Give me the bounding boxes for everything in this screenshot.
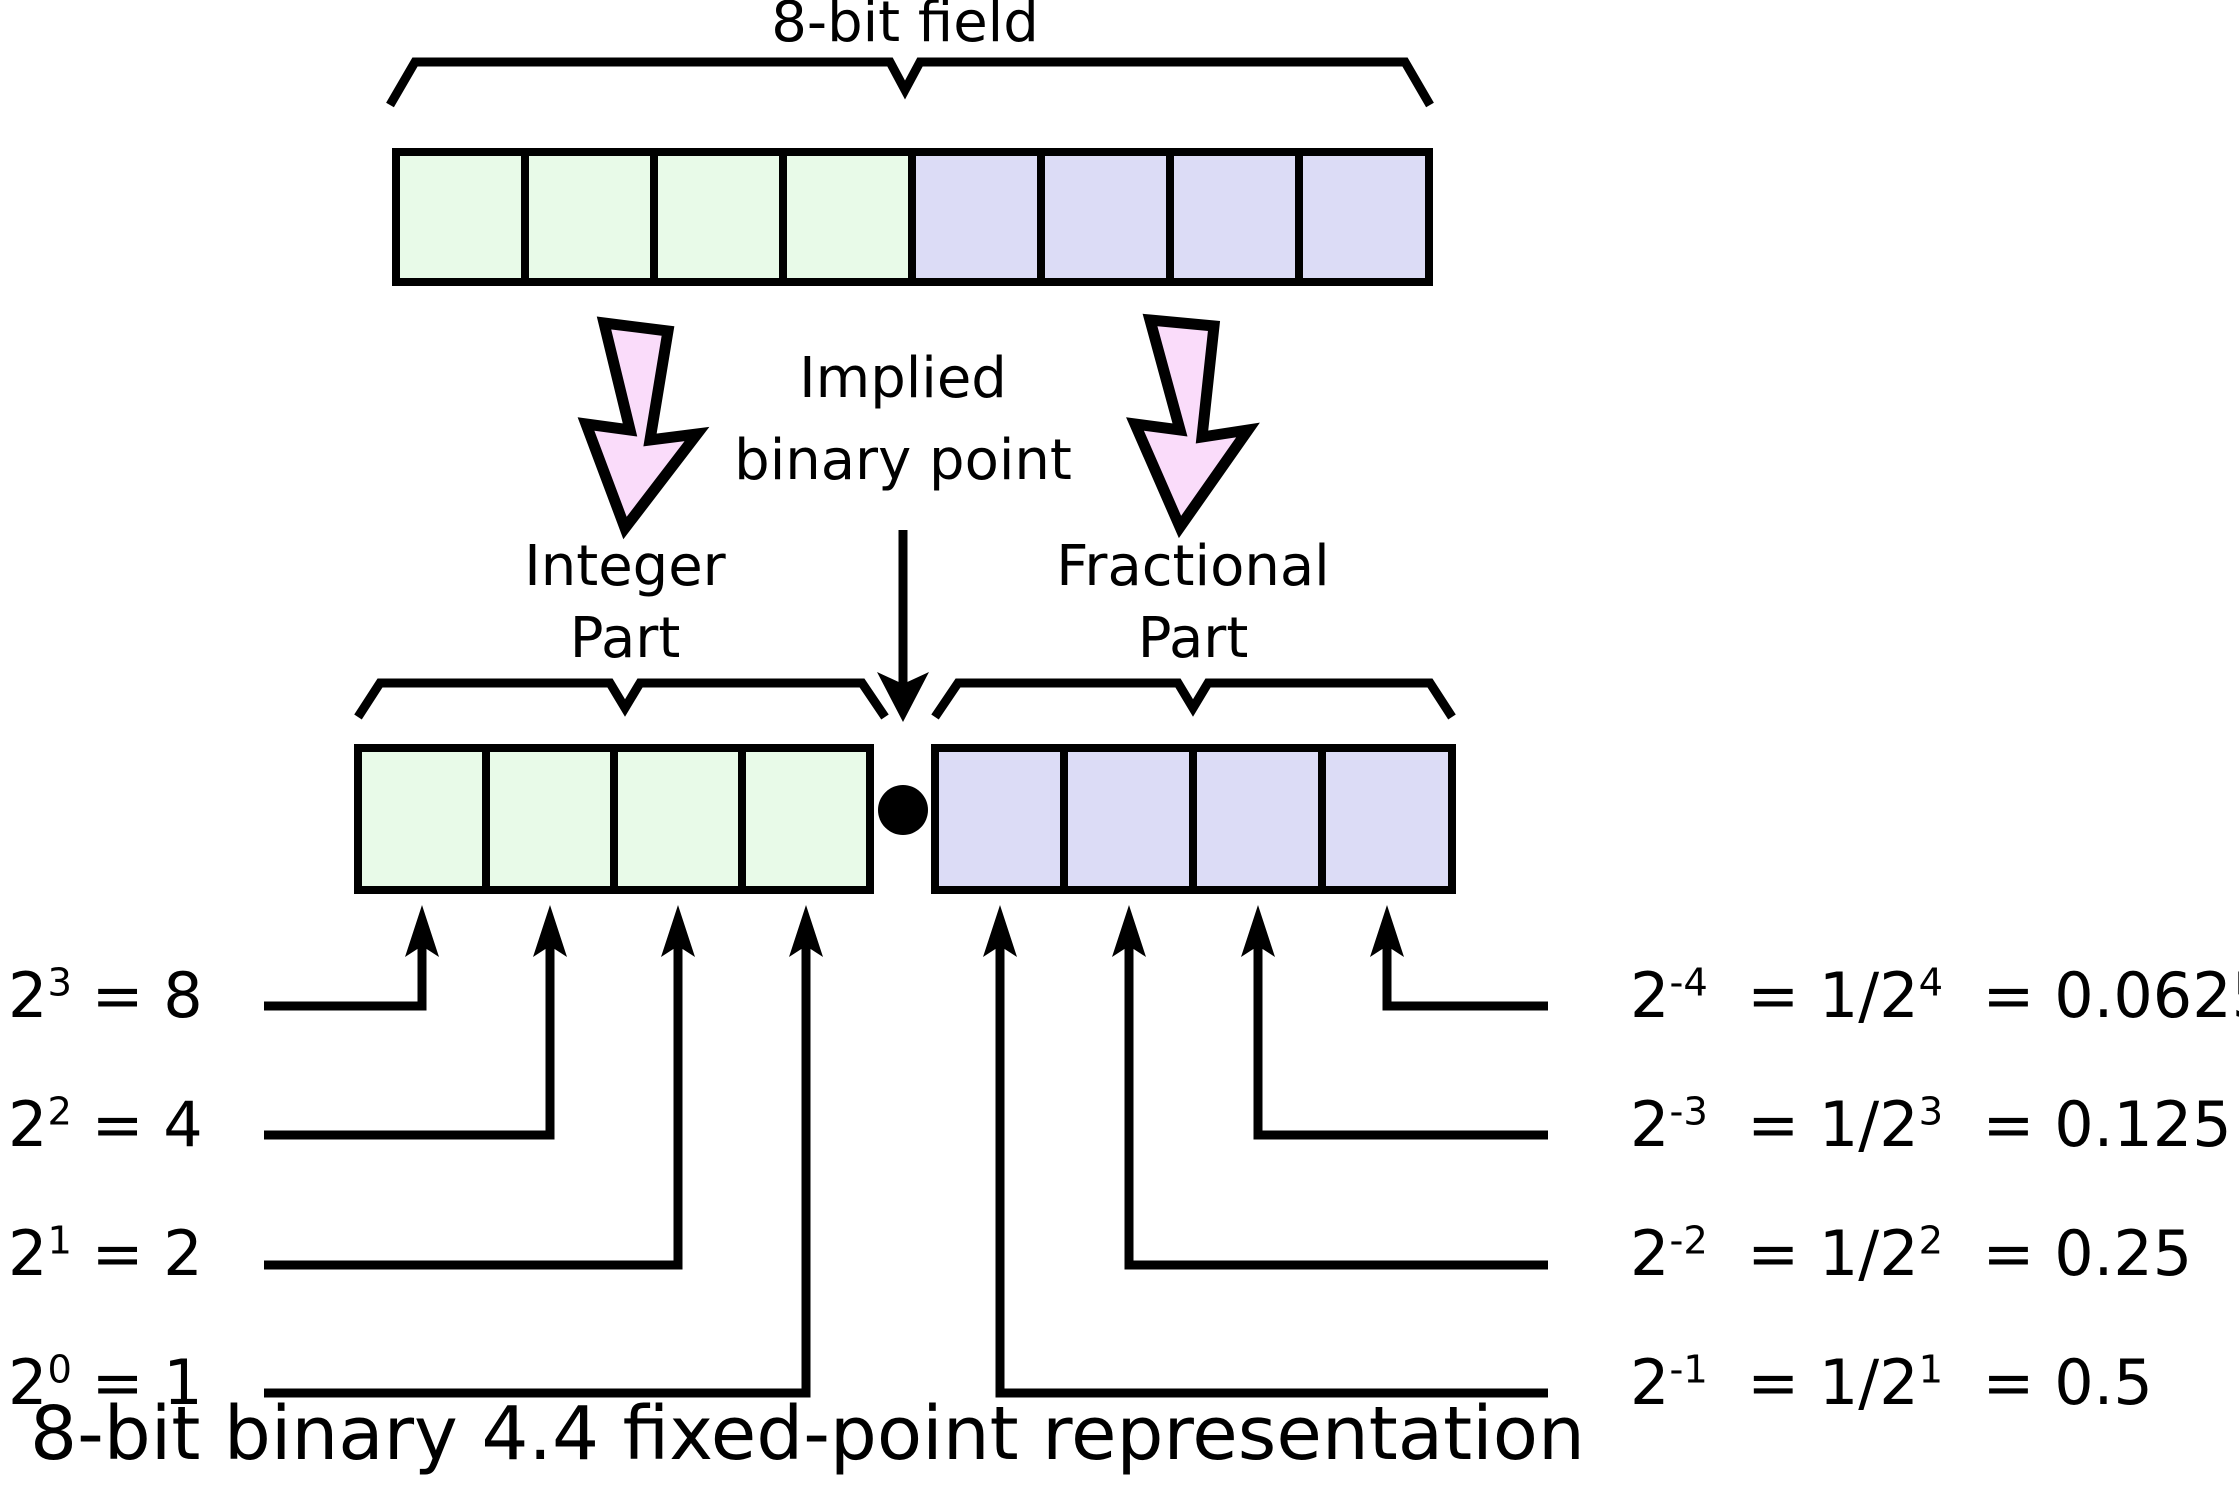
weight-value: = 8 bbox=[91, 959, 203, 1032]
fractional-cell-4 bbox=[1318, 744, 1456, 894]
weight-fraction: 1/2 bbox=[1818, 1217, 1919, 1290]
weight-fraction-exponent: 4 bbox=[1918, 960, 1944, 1006]
weight-eq2: = bbox=[1962, 1217, 2055, 1290]
fractional-cell-2 bbox=[1060, 744, 1197, 894]
integer-cell-0 bbox=[738, 744, 874, 894]
fractional-weight-connectors bbox=[995, 932, 1548, 1398]
top-bit-field bbox=[392, 148, 1433, 286]
weight-exponent: -1 bbox=[1669, 1347, 1708, 1393]
implied-binary-point-label-line2: binary point bbox=[734, 428, 1072, 493]
integer-bit-cells bbox=[354, 744, 874, 894]
fractional-weight-arrowheads bbox=[983, 905, 1404, 957]
fractional-weight-label-0: 2-4 = 1/24 = 0.0625 bbox=[1630, 963, 2239, 1028]
connector-2powneg2 bbox=[1124, 932, 1548, 1270]
weight-decimal: 0.0625 bbox=[2054, 959, 2239, 1032]
caption: 8-bit binary 4.4 fixed-point representat… bbox=[30, 1391, 1585, 1477]
integer-weight-label-2: 21 = 2 bbox=[8, 1221, 203, 1286]
weight-exponent: -2 bbox=[1669, 1218, 1708, 1264]
weight-decimal: 0.25 bbox=[2054, 1217, 2193, 1290]
integer-weight-arrowheads bbox=[405, 905, 823, 957]
fractional-weight-label-3: 2-1 = 1/21 = 0.5 bbox=[1630, 1350, 2153, 1415]
top-brace bbox=[386, 57, 1434, 108]
fractional-part-label-line1: Fractional bbox=[1056, 534, 1330, 599]
weight-fraction-exponent: 1 bbox=[1918, 1347, 1944, 1393]
weight-eq1: = bbox=[1727, 1217, 1819, 1290]
implied-point-arrow bbox=[877, 530, 929, 722]
fractional-cell-3 bbox=[1189, 744, 1326, 894]
weight-exponent: 0 bbox=[47, 1347, 72, 1393]
weight-base: 2 bbox=[8, 1346, 48, 1419]
weight-eq2: = bbox=[1962, 1088, 2055, 1161]
top-cell-3 bbox=[779, 148, 916, 286]
integer-cell-2 bbox=[482, 744, 618, 894]
weight-value: = 2 bbox=[91, 1217, 203, 1290]
implied-binary-point-label-line1: Implied bbox=[799, 346, 1007, 411]
top-cell-7 bbox=[1295, 148, 1433, 286]
weight-fraction: 1/2 bbox=[1818, 1088, 1919, 1161]
weight-fraction: 1/2 bbox=[1818, 1346, 1919, 1419]
binary-point-dot bbox=[878, 785, 928, 835]
weight-base: 2 bbox=[1630, 1346, 1670, 1419]
weight-exponent: 1 bbox=[47, 1218, 72, 1264]
weight-base: 2 bbox=[1630, 1217, 1670, 1290]
integer-weight-label-1: 22 = 4 bbox=[8, 1092, 203, 1157]
weight-exponent: -3 bbox=[1669, 1089, 1708, 1135]
connector-2pow3 bbox=[264, 932, 427, 1011]
weight-fraction-exponent: 3 bbox=[1918, 1089, 1944, 1135]
weight-eq2: = bbox=[1962, 1346, 2055, 1419]
fractional-bit-cells bbox=[931, 744, 1456, 894]
weight-decimal: 0.5 bbox=[2054, 1346, 2153, 1419]
integer-weight-connectors bbox=[264, 932, 811, 1398]
fractional-weight-label-2: 2-2 = 1/22 = 0.25 bbox=[1630, 1221, 2192, 1286]
split-arrow-left bbox=[577, 316, 710, 540]
integer-part-label-line2: Part bbox=[569, 606, 681, 671]
weight-base: 2 bbox=[8, 959, 48, 1032]
weight-base: 2 bbox=[8, 1217, 48, 1290]
integer-part-brace bbox=[354, 678, 889, 720]
connector-2pow1 bbox=[264, 932, 683, 1270]
integer-weight-label-0: 23 = 8 bbox=[8, 963, 203, 1028]
top-cell-2 bbox=[650, 148, 787, 286]
weight-base: 2 bbox=[8, 1088, 48, 1161]
top-cell-0 bbox=[392, 148, 529, 286]
weight-value: = 1 bbox=[91, 1346, 203, 1419]
fractional-weight-label-1: 2-3 = 1/23 = 0.125 bbox=[1630, 1092, 2232, 1157]
weight-base: 2 bbox=[1630, 1088, 1670, 1161]
page-title: 8-bit field bbox=[771, 0, 1039, 55]
split-arrow-right bbox=[1126, 313, 1260, 539]
connector-2powneg4 bbox=[1382, 932, 1548, 1011]
weight-eq1: = bbox=[1727, 959, 1819, 1032]
weight-base: 2 bbox=[1630, 959, 1670, 1032]
weight-exponent: -4 bbox=[1669, 960, 1708, 1006]
top-cell-4 bbox=[908, 148, 1045, 286]
weight-decimal: 0.125 bbox=[2054, 1088, 2232, 1161]
fractional-part-label-line2: Part bbox=[1137, 606, 1249, 671]
connector-2pow2 bbox=[264, 932, 555, 1140]
weight-eq1: = bbox=[1727, 1346, 1819, 1419]
integer-weight-label-3: 20 = 1 bbox=[8, 1350, 203, 1415]
weight-fraction: 1/2 bbox=[1818, 959, 1919, 1032]
weight-value: = 4 bbox=[91, 1088, 203, 1161]
integer-cell-1 bbox=[610, 744, 746, 894]
connector-2pow0 bbox=[264, 932, 811, 1398]
weight-fraction-exponent: 2 bbox=[1918, 1218, 1944, 1264]
top-cell-5 bbox=[1037, 148, 1174, 286]
weight-exponent: 3 bbox=[47, 960, 72, 1006]
connector-2powneg1 bbox=[995, 932, 1548, 1398]
weight-eq1: = bbox=[1727, 1088, 1819, 1161]
integer-cell-3 bbox=[354, 744, 490, 894]
fractional-cell-1 bbox=[931, 744, 1068, 894]
fractional-part-brace bbox=[931, 678, 1456, 720]
top-cell-6 bbox=[1166, 148, 1303, 286]
weight-exponent: 2 bbox=[47, 1089, 72, 1135]
connector-2powneg3 bbox=[1253, 932, 1548, 1140]
integer-part-label-line1: Integer bbox=[524, 534, 726, 599]
weight-eq2: = bbox=[1962, 959, 2055, 1032]
top-cell-1 bbox=[521, 148, 658, 286]
